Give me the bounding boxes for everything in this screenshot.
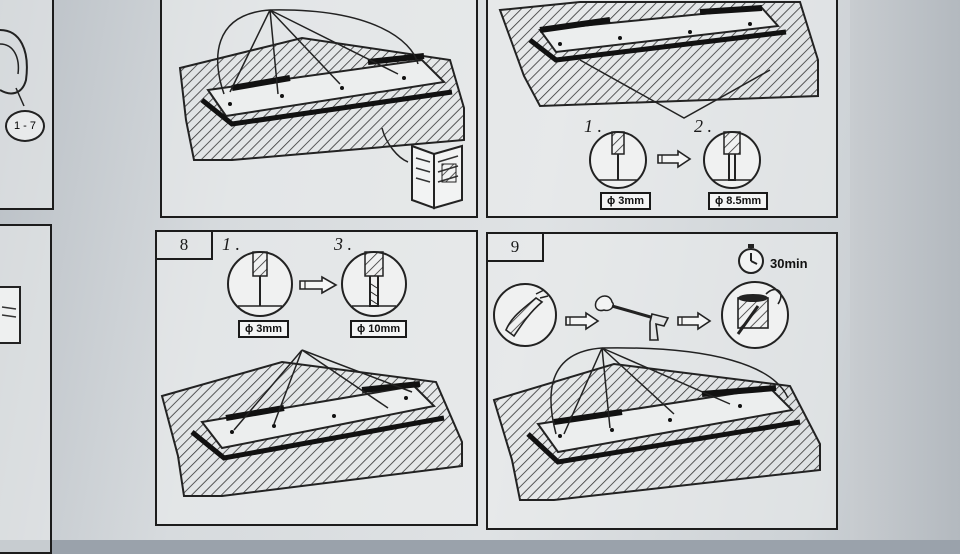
left-partial-panel-top bbox=[0, 0, 54, 210]
callout-bubble: 1 - 7 bbox=[5, 110, 45, 142]
step-number-9: 9 bbox=[488, 234, 544, 262]
timer-label: 30min bbox=[770, 256, 808, 271]
manual-icon-left bbox=[0, 286, 21, 344]
car-roof-illustration-top-right bbox=[498, 1, 819, 119]
background-fabric bbox=[850, 0, 960, 540]
car-roof-illustration-9 bbox=[492, 347, 821, 501]
arrow-right-icon-top bbox=[657, 149, 692, 169]
paint-can-brush-icon bbox=[721, 281, 789, 349]
spray-nozzle-icon bbox=[493, 283, 557, 347]
drill-icon-10mm-8 bbox=[341, 251, 407, 317]
drill-step-1-label-8: 1 . bbox=[222, 234, 240, 254]
drill-step-2-label: 2 . bbox=[694, 116, 712, 136]
arrow-right-icon-9b bbox=[677, 311, 712, 331]
drill-size-tag-3mm-8: ϕ 3mm bbox=[238, 320, 289, 338]
stopwatch-icon bbox=[738, 244, 764, 274]
left-partial-panel-bottom bbox=[0, 224, 52, 554]
drill-step-3-label-8: 3 . bbox=[334, 234, 352, 254]
car-roof-illustration-top-left bbox=[178, 9, 465, 163]
drill-size-tag-8-5mm-top: ϕ 8.5mm bbox=[708, 192, 769, 210]
drill-icon-8-5mm-top bbox=[703, 131, 761, 189]
drill-icon-3mm-8 bbox=[227, 251, 293, 317]
spray-gun-icon bbox=[594, 295, 670, 341]
arrow-right-icon-8 bbox=[299, 275, 338, 295]
car-roof-illustration-8 bbox=[160, 349, 463, 497]
drill-size-tag-10mm-8: ϕ 10mm bbox=[350, 320, 408, 338]
drill-step-1-label: 1 . bbox=[584, 116, 602, 136]
drill-icon-3mm-top bbox=[589, 131, 647, 189]
drill-size-tag-3mm-top: ϕ 3mm bbox=[600, 192, 651, 210]
manual-booklet-icon bbox=[411, 144, 463, 210]
part-sketch-icon bbox=[0, 29, 28, 107]
arrow-right-icon-9a bbox=[565, 311, 600, 331]
step-number-8: 8 bbox=[157, 232, 213, 260]
callout-label: 1 - 7 bbox=[13, 120, 36, 132]
